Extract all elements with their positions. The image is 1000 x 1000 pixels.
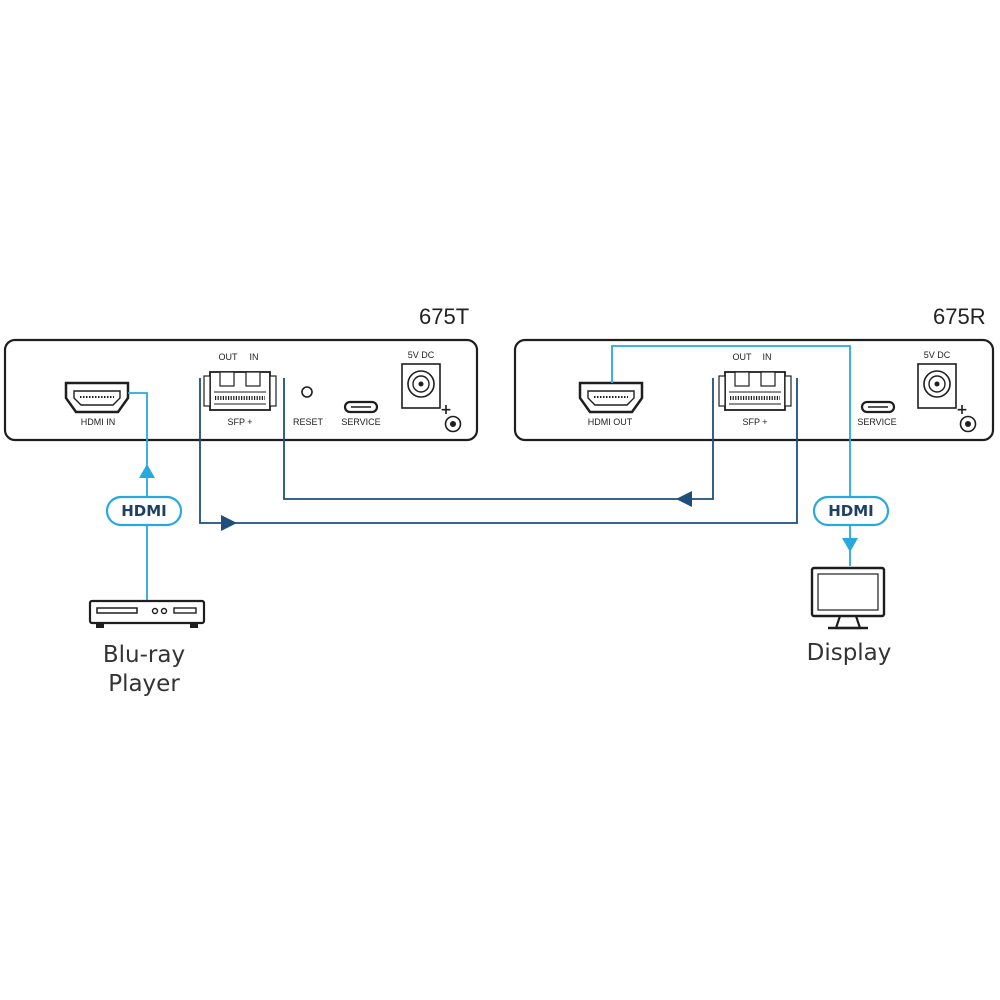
display-icon [810, 566, 886, 630]
fiber-line-tx-to-rx [199, 378, 798, 524]
power-label: 5V DC [924, 350, 951, 360]
sfp-out-label: OUT [219, 352, 239, 362]
display-label: Display [807, 640, 892, 666]
power-label: 5V DC [408, 350, 435, 360]
fiber-arrow-left [676, 491, 692, 507]
hdmi-badge-source: HDMI [105, 495, 183, 527]
receiver-model-label: 675R [933, 304, 986, 329]
reset-button [301, 386, 313, 398]
sfp-plus-cage [203, 371, 277, 411]
power-polarity-label: + [440, 402, 452, 418]
hdmi-cable-display [611, 345, 858, 566]
sfp-plus-label: SFP + [227, 417, 252, 427]
source-device-label-line1: Blu-ray [103, 642, 185, 668]
fiber-line-rx-to-tx [283, 378, 714, 500]
sfp-in-label: IN [250, 352, 259, 362]
ground-icon: + [956, 402, 977, 433]
transmitter-675t: 675T HDMI IN OUT IN SFP + RESET SER [3, 304, 479, 442]
transmitter-model-label: 675T [419, 304, 469, 329]
hdmi-out-port [578, 381, 644, 414]
blu-ray-player-icon [88, 599, 206, 628]
hdmi-arrow-up [139, 464, 155, 478]
hdmi-in-label: HDMI IN [81, 417, 116, 427]
fiber-cables [199, 378, 798, 524]
receiver-675r: 675R HDMI OUT OUT IN SFP + SERVICE 5V DC [513, 304, 995, 442]
ground-icon: + [440, 402, 462, 433]
service-label: SERVICE [341, 417, 380, 427]
sfp-plus-cage [718, 371, 792, 411]
hdmi-out-label: HDMI OUT [588, 417, 633, 427]
service-label: SERVICE [857, 417, 896, 427]
fiber-arrow-right [221, 515, 237, 531]
reset-label: RESET [293, 417, 324, 427]
receiver-chassis [513, 338, 995, 442]
sfp-plus-label: SFP + [742, 417, 767, 427]
hdmi-badge-display-label: HDMI [828, 502, 874, 520]
source-device-label-line2: Player [108, 671, 180, 697]
hdmi-badge-display: HDMI [812, 495, 890, 527]
hdmi-cable-source [128, 392, 155, 600]
power-polarity-label: + [956, 402, 968, 418]
sfp-in-label: IN [763, 352, 772, 362]
power-jack [917, 363, 957, 409]
hdmi-in-port [64, 381, 130, 414]
transmitter-chassis [3, 338, 479, 442]
power-jack [401, 363, 441, 409]
sfp-out-label: OUT [733, 352, 753, 362]
hdmi-badge-source-label: HDMI [121, 502, 167, 520]
hdmi-arrow-down [842, 538, 858, 552]
